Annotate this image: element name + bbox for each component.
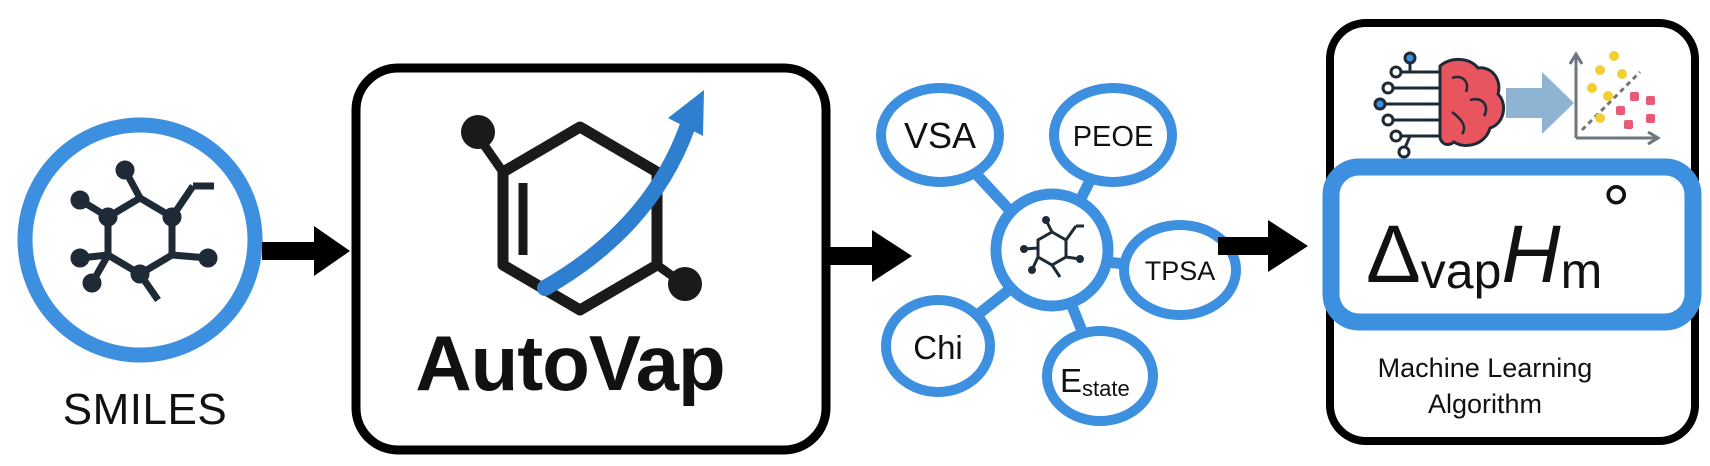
autovap-title: AutoVap (415, 319, 725, 407)
ml-caption-line1: Machine Learning (1377, 353, 1593, 383)
molecule-icon (1020, 216, 1084, 278)
neural-brain-icon (1373, 51, 1506, 159)
descriptor-node-estate: Estate (1042, 326, 1158, 426)
process-arrow-icon (1506, 72, 1574, 134)
flow-arrow-3 (1218, 220, 1308, 272)
ml-caption: Machine Learning Algorithm (1330, 350, 1640, 422)
descriptor-label-vsa: VSA (904, 115, 976, 156)
descriptor-hub: VSA PEOE TPSA Chi Estate (876, 83, 1241, 426)
autovap-box (351, 63, 831, 455)
smiles-input-node (17, 117, 263, 363)
descriptor-node-peoe: PEOE (1049, 83, 1177, 187)
flow-arrow-1 (262, 226, 350, 276)
descriptor-node-tpsa: TPSA (1119, 220, 1241, 320)
flow-arrow-2 (826, 230, 912, 282)
target-property-formula: ΔvapHm° (1366, 171, 1630, 300)
descriptor-label-tpsa: TPSA (1145, 256, 1216, 286)
descriptor-label-chi: Chi (913, 329, 963, 366)
molecule-icon (70, 160, 218, 302)
target-property-box: ΔvapHm° (1322, 158, 1702, 331)
ml-box: ΔvapHm° (1322, 19, 1702, 445)
descriptor-label-peoe: PEOE (1073, 121, 1154, 153)
descriptor-node-chi: Chi (881, 295, 995, 397)
cyclohexene-rising-arrow-icon (461, 90, 704, 316)
smiles-label: SMILES (62, 385, 228, 434)
scatter-plot-icon (1568, 51, 1661, 146)
descriptor-label-estate: Estate (1060, 362, 1130, 401)
ml-caption-line2: Algorithm (1427, 389, 1543, 419)
descriptor-node-vsa: VSA (876, 83, 1004, 187)
